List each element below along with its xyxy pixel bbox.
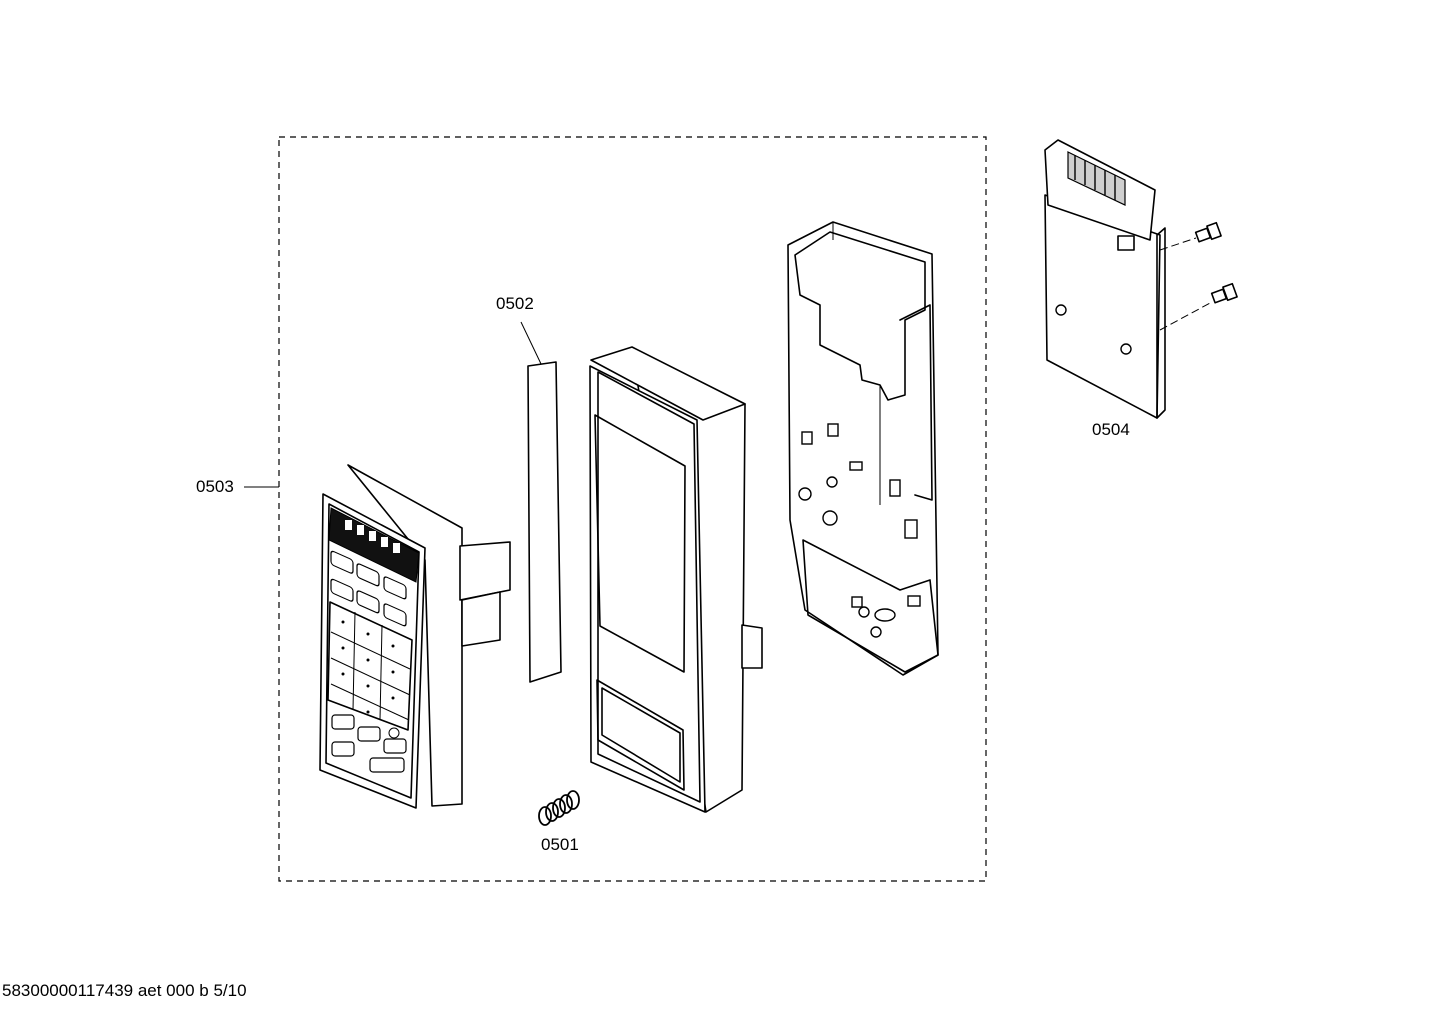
part-0503-control-panel-foil <box>319 464 511 809</box>
drawing-number-footer: 58300000117439 aet 000 b 5/10 <box>2 981 247 1000</box>
back-frame-chassis <box>787 221 939 676</box>
screw <box>1159 221 1222 251</box>
front-panel-housing <box>589 346 763 813</box>
part-label-0504: 0504 <box>1092 420 1130 439</box>
screw <box>1159 282 1238 331</box>
part-label-0503: 0503 <box>196 477 234 496</box>
part-label-0502: 0502 <box>496 294 534 313</box>
part-label-0501: 0501 <box>541 835 579 854</box>
part-0504-circuit-board <box>1044 139 1238 419</box>
part-0502-strip <box>520 321 562 683</box>
assembly-group-dashed-box <box>278 136 987 882</box>
part-0501-spring <box>538 790 580 826</box>
